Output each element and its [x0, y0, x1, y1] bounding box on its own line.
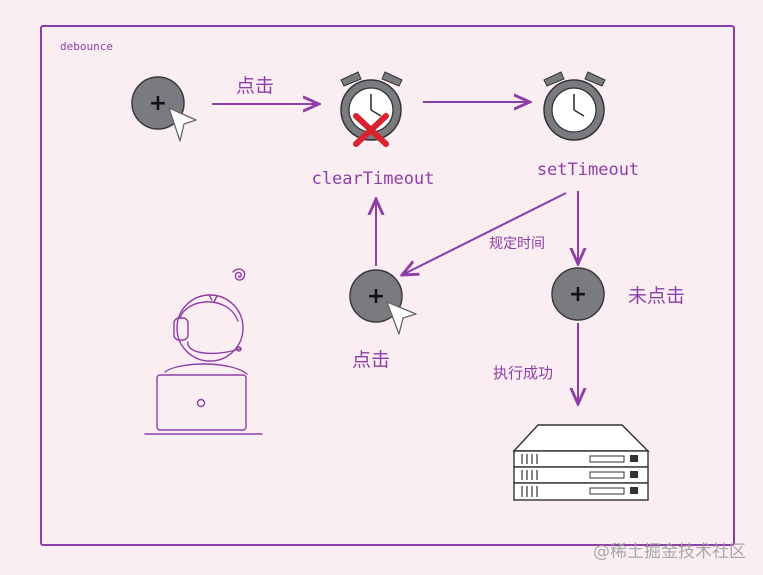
arrow-set-to-click — [402, 192, 567, 275]
label-set-timeout: setTimeout — [537, 160, 639, 180]
click-node-bottom: + 点击 — [349, 269, 417, 371]
label-clear-timeout: clearTimeout — [312, 169, 435, 189]
server-rack-icon — [512, 424, 650, 501]
plus-circle-icon — [551, 267, 605, 321]
clear-timeout-clock: clearTimeout — [312, 71, 435, 189]
label-click-bottom: 点击 — [352, 349, 390, 371]
cancel-x-icon — [353, 113, 389, 147]
click-node-top: + — [131, 76, 197, 142]
plus-sign: + — [149, 91, 167, 116]
label-not-clicked: 未点击 — [628, 285, 685, 307]
alarm-clock-icon — [543, 71, 606, 141]
label-click-top: 点击 — [236, 75, 274, 97]
cursor-click-icon — [168, 107, 197, 142]
label-execute-success: 执行成功 — [493, 364, 553, 382]
plus-sign: + — [367, 284, 385, 309]
set-timeout-clock: setTimeout — [537, 71, 639, 180]
not-clicked-node: + 未点击 — [551, 267, 685, 321]
watermark: @稀土掘金技术社区 — [593, 542, 746, 562]
diagram-frame — [40, 25, 735, 546]
plus-sign: + — [569, 282, 587, 307]
frame-title: debounce — [60, 40, 113, 53]
label-fixed-time: 规定时间 — [489, 236, 545, 252]
developer-at-laptop-illustration — [144, 268, 263, 435]
cursor-click-icon — [386, 301, 417, 335]
